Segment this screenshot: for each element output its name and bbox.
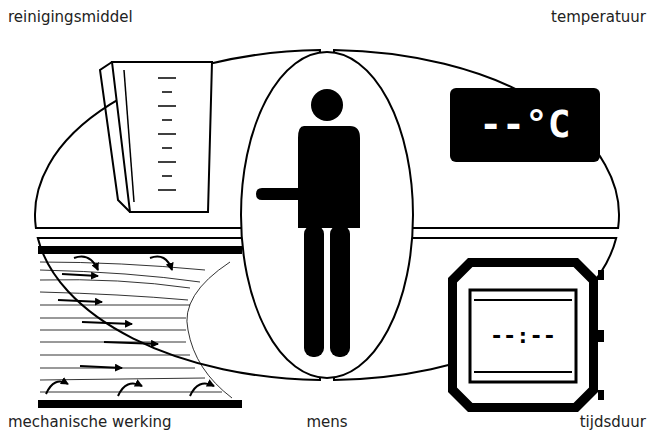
watch-button — [598, 330, 604, 342]
corner-label: reinigingsmiddel — [8, 8, 133, 26]
head — [311, 89, 343, 121]
watch-button — [598, 270, 604, 280]
jug-scale — [158, 78, 176, 190]
watch-screen — [470, 290, 576, 382]
corner-label: mechanische werking — [8, 413, 172, 431]
pipe-wall — [38, 246, 242, 254]
body — [256, 126, 360, 228]
person-figure — [256, 89, 360, 357]
watch-reading: --:-- — [490, 323, 556, 349]
measuring-jug — [100, 62, 212, 212]
leg — [304, 225, 324, 357]
watch — [448, 258, 604, 412]
quadrants — [35, 50, 619, 380]
flow-arrows — [46, 257, 214, 397]
pipe-wall — [38, 400, 242, 408]
corner-label: tijdsduur — [580, 413, 646, 431]
temperature-display — [450, 88, 600, 162]
jug-edge — [124, 70, 134, 202]
watch-case — [448, 258, 598, 412]
flow-illustration — [38, 246, 242, 408]
display-reading: --°C — [479, 102, 571, 148]
corner-label: mens — [306, 413, 347, 431]
watch-button — [598, 390, 604, 400]
jug-body — [112, 62, 212, 212]
center-ellipse — [241, 52, 413, 378]
watch-bezel — [456, 266, 590, 404]
flow-lines — [40, 262, 232, 398]
leg — [330, 225, 350, 357]
corner-label: temperatuur — [551, 8, 646, 26]
